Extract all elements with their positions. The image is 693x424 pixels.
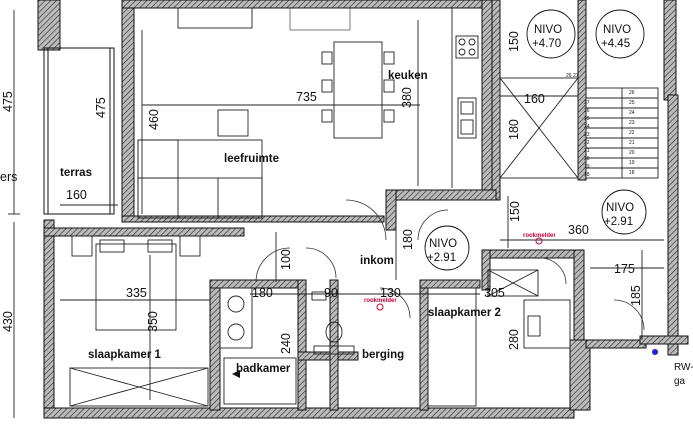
rookmelder-label-1: rookmelder [523,233,556,239]
dim-175: 175 [614,262,635,276]
stair-number-left: 23 [584,132,590,138]
stair-number-left: 18 [584,172,590,178]
level-3-label: NIVO [429,238,457,250]
room-terras: terras [60,167,92,179]
room-badkamer: badkamer [236,363,291,375]
edge-label-rw: RW- [674,362,693,373]
dim-460: 460 [147,109,161,130]
dim-735: 735 [296,90,317,104]
dim-90: 90 [324,286,338,300]
edge-label-ers: ers [0,170,17,184]
stair-number: 21 [629,140,635,146]
stair-number-left: 24 [584,124,590,130]
dim-160-stair: 160 [524,92,545,106]
dim-150-hall: 150 [508,201,522,222]
stair-number-left: 19 [584,164,590,170]
dim-160-terras: 160 [66,188,87,202]
level-marker [652,349,658,355]
stair-number-left: 20 [584,156,590,162]
stair-number-left: 21 [584,148,590,154]
level-circles [424,9,647,271]
dim-240: 240 [279,333,293,354]
terras-outline [43,47,115,215]
stair-number-left: 26 [584,108,590,114]
dim-360: 360 [568,223,589,237]
level-1-label: NIVO [534,24,562,36]
room-slaapkamer-2: slaapkamer 2 [428,307,501,319]
dim-380: 380 [400,87,414,108]
rookmelder-label-2: rookmelder [364,298,397,304]
dim-350: 350 [146,311,160,332]
level-4-label: NIVO [606,202,634,214]
arrow-icon [232,370,240,378]
stair-top-label: 26 27 [566,73,579,79]
dim-150-stair: 150 [507,31,521,52]
room-leefruimte: leefruimte [224,153,279,165]
stair-number: 25 [629,100,635,106]
dim-430: 430 [1,311,15,332]
stair-number: 23 [629,120,635,126]
dim-335: 335 [126,286,147,300]
dim-180-bad: 180 [252,286,273,300]
stair-number-left: 27 [584,100,590,106]
stair-number: 19 [629,160,635,166]
dim-180-inkom: 180 [401,229,415,250]
room-keuken: keuken [388,70,428,82]
rookmelder-dots [376,237,543,311]
room-slaapkamer-1: slaapkamer 1 [88,349,161,361]
level-2-value: +4.45 [601,38,630,50]
room-inkom: inkom [360,255,394,267]
door-swings [255,199,645,331]
stair-number-left: 25 [584,116,590,122]
walls [37,0,689,419]
level-4-value: +2.91 [604,216,633,228]
edge-label-ga: ga [674,376,686,387]
dim-185: 185 [629,285,643,306]
dim-475-terras: 475 [94,97,108,118]
dim-475-left: 475 [1,91,15,112]
stair-number: 20 [629,150,635,156]
stair-numbers-left: 27 26 25 24 23 22 21 20 19 18 [584,100,590,178]
level-1-value: +4.70 [532,38,561,50]
stair-numbers: 26 25 24 23 22 21 20 19 18 [629,90,635,176]
stair-number-left: 22 [584,140,590,146]
stair-number: 26 [629,90,635,96]
dim-180-stair: 180 [507,119,521,140]
stair-number: 24 [629,110,635,116]
level-2-label: NIVO [603,24,631,36]
dim-305: 305 [484,286,505,300]
dim-130: 130 [380,286,401,300]
level-3-value: +2.91 [427,252,456,264]
stair-number: 22 [629,130,635,136]
room-berging: berging [362,349,404,361]
furniture [8,7,664,418]
stair-number: 18 [629,170,635,176]
dim-100: 100 [279,249,293,270]
dim-280: 280 [507,329,521,350]
